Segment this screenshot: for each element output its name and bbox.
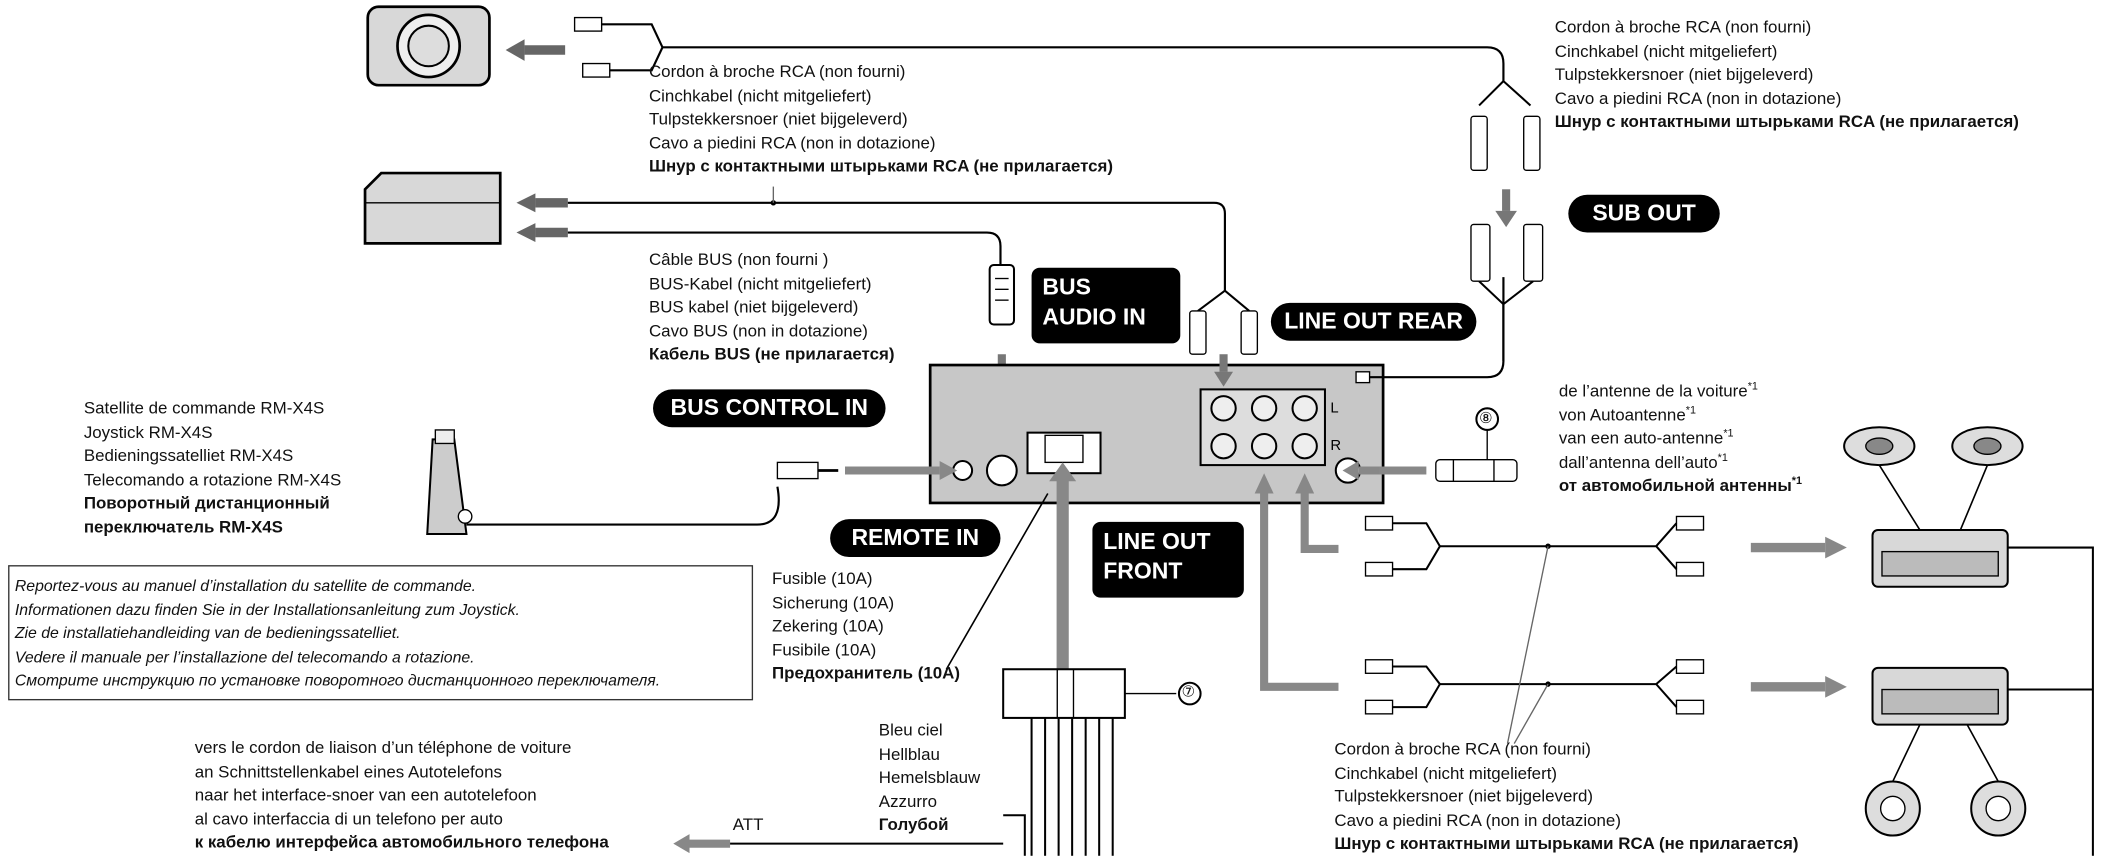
tel-line-de: an Schnittstellenkabel eines Autotelefon… [194,761,502,781]
rca-jack-icon [1210,395,1318,460]
bus-audio-in-line-1: BUS [1042,274,1091,301]
tel-line-fr: vers le cordon de liaison d’un téléphone… [194,738,572,758]
note-line-ru: Смотрите инструкцию по установке поворот… [14,671,661,690]
antenna-line-nl: van een auto-antenne [1558,428,1724,448]
fuse-line-ru: Предохранитель (10A) [771,663,960,683]
bus-control-in-label: BUS CONTROL IN [653,389,886,428]
note-line-de: Informationen dazu finden Sie in der Ins… [14,600,520,619]
remote-in-label: REMOTE IN [830,519,1001,558]
fuse-line-it: Fusibile (10A) [771,640,877,660]
wire-color-label: Bleu ciel Hellblau Hemelsblauw Azzurro Г… [879,719,980,837]
subwoofer-icon [366,5,491,87]
sub-out-plug-icon [1470,115,1544,282]
rm-line-de: Joystick RM-X4S [83,422,213,442]
rca-line-ru: Шнур с контактными штырьками RCA (не при… [1334,834,1799,854]
note-line-fr: Reportez-vous au manuel d’installation d… [14,577,477,595]
bus-audio-in-line-2: AUDIO IN [1042,304,1146,330]
rca-line-de: Cinchkabel (nicht mitgeliefert) [648,85,872,105]
fuse-line-de: Sicherung (10A) [771,592,895,612]
rca-cord-label-bottom: Cordon à broche RCA (non fourni) Cinchka… [1334,738,1798,856]
rca-line-nl: Tulpstekkersnoer (niet bijgeleverd) [1554,64,1814,84]
tel-line-nl: naar het interface-snoer van een autotel… [194,785,537,805]
rca-line-ru: Шнур с контактными штырьками RCA (не при… [648,156,1114,176]
rm-line-it: Telecomando a rotazione RM-X4S [83,469,342,489]
footnote-mark: *1 [1747,379,1758,393]
note-line-nl: Zie de installatiehandleiding van de bed… [14,624,401,643]
left-channel-label: L [1330,400,1339,417]
antenna-line-ru: от автомобильной антенны [1558,476,1792,496]
fuse-line-fr: Fusible (10A) [771,569,873,589]
color-line-de: Hellblau [878,744,940,764]
rca-line-de: Cinchkabel (nicht mitgeliefert) [1554,41,1778,61]
rca-line-ru: Шнур с контактными штырьками RCA (не при… [1554,112,2019,132]
bus-line-it: Cavo BUS (non in dotazione) [648,321,868,341]
sub-out-label: SUB OUT [1568,194,1720,233]
antenna-plug-icon [1435,459,1518,482]
fuse-line-nl: Zekering (10A) [771,616,884,636]
color-line-ru: Голубой [878,815,949,835]
rca-plug-icon [1364,515,1705,715]
rca-line-de: Cinchkabel (nicht mitgeliefert) [1334,763,1558,783]
color-line-it: Azzurro [878,791,938,811]
footnote-mark: *1 [1791,474,1802,487]
antenna-line-it: dall’antenna dell’auto [1558,452,1718,472]
speaker-icon [1843,426,2027,837]
line-out-front-line-1: LINE OUT [1103,528,1211,555]
right-channel-label: R [1330,438,1342,455]
bus-line-nl: BUS kabel (niet bijgeleverd) [648,297,859,317]
rca-cord-label-top: Cordon à broche RCA (non fourni) Cinchka… [649,61,1113,179]
bus-audio-in-label: BUS AUDIO IN [1031,267,1181,344]
bus-line-fr: Câble BUS (non fourni ) [648,250,829,270]
rca-line-fr: Cordon à broche RCA (non fourni) [648,62,906,82]
bus-line-de: BUS-Kabel (nicht mitgeliefert) [648,273,872,293]
line-out-front-line-2: FRONT [1103,558,1183,585]
bus-plug-icon [988,263,1016,326]
joystick-icon [426,429,473,536]
cd-changer-icon [363,171,502,245]
bus-line-ru: Кабель BUS (не прилагается) [648,344,895,364]
rm-line-fr: Satellite de commande RM-X4S [83,398,325,418]
rca-line-it: Cavo a piedini RCA (non in dotazione) [1554,88,1842,108]
footnote-mark: *1 [1723,427,1734,440]
rca-plug-icon [573,16,611,78]
antenna-label: de l’antenne de la voiture*1 von Autoant… [1558,375,1802,496]
color-line-fr: Bleu ciel [878,720,943,740]
callout-eight: ⑧ [1479,411,1493,428]
bus-cable-label: Câble BUS (non fourni ) BUS-Kabel (nicht… [649,249,895,367]
footnote-mark: *1 [1717,450,1728,464]
fuse-label: Fusible (10A) Sicherung (10A) Zekering (… [772,568,960,686]
note-line-it: Vedere il manuale per l’installazione de… [14,648,475,666]
rca-line-fr: Cordon à broche RCA (non fourni) [1554,17,1812,37]
callout-seven: ⑦ [1181,684,1195,701]
rm-line-ru-1: Поворотный дистанционный [83,493,330,513]
installation-note-box: Reportez-vous au manuel d’installation d… [8,565,754,701]
line-out-rear-label: LINE OUT REAR [1270,302,1477,341]
rca-line-it: Cavo a piedini RCA (non in dotazione) [1334,810,1621,830]
color-line-nl: Hemelsblauw [878,767,981,787]
rm-line-ru-2: переключатель RM-X4S [83,517,283,537]
antenna-line-de: von Autoantenne [1558,405,1686,425]
att-label: ATT [732,815,764,835]
bus-audio-plug-icon [1189,310,1259,355]
power-connector-icon [1044,434,1084,464]
tel-line-ru: к кабелю интерфейса автомобильного телеф… [194,832,609,852]
telephone-label: vers le cordon de liaison d’un téléphone… [195,737,609,855]
tel-line-it: al cavo interfaccia di un telefono per a… [194,809,503,829]
head-unit-panel [928,363,1385,505]
rca-line-nl: Tulpstekkersnoer (niet bijgeleverd) [648,109,908,129]
amplifier-icon [1871,528,2009,726]
footnote-mark: *1 [1685,403,1696,416]
line-out-front-label: LINE OUT FRONT [1092,521,1244,598]
rca-line-it: Cavo a piedini RCA (non in dotazione) [648,133,936,153]
rm-x4s-label: Satellite de commande RM-X4S Joystick RM… [84,397,341,539]
rca-line-fr: Cordon à broche RCA (non fourni) [1334,739,1591,759]
antenna-line-fr: de l’antenne de la voiture [1558,381,1748,401]
mini-plug-icon [776,461,839,480]
rca-line-nl: Tulpstekkersnoer (niet bijgeleverd) [1334,786,1594,806]
rm-line-nl: Bedieningssatelliet RM-X4S [83,446,294,466]
rca-cord-label-sub: Cordon à broche RCA (non fourni) Cinchka… [1555,16,2019,134]
